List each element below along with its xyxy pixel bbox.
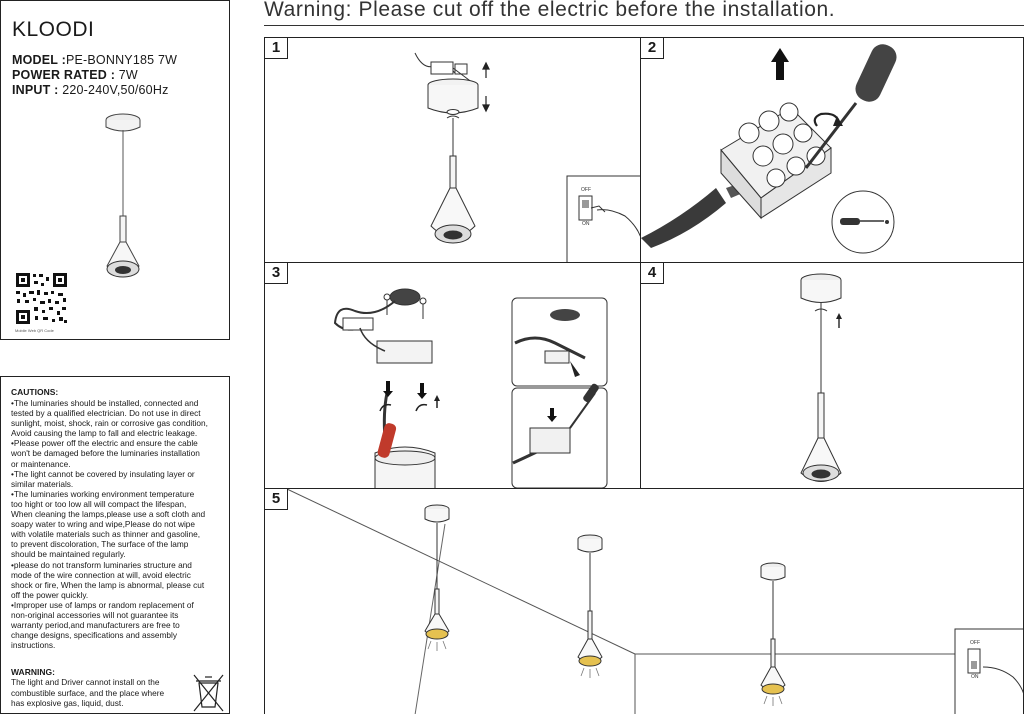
product-illustration <box>105 113 141 278</box>
step1-illustration <box>414 52 640 262</box>
step-number: 5 <box>265 489 288 510</box>
installation-warning-heading: Warning: Please cut off the electric bef… <box>264 0 836 21</box>
qr-code-icon <box>16 273 67 324</box>
brand-name: KLOODI <box>12 18 95 41</box>
cautions-title: CAUTIONS: <box>11 387 59 397</box>
heading-rule <box>264 25 1024 26</box>
step-number: 4 <box>641 263 664 284</box>
switch-off-label: OFF <box>970 640 980 646</box>
cautions-text: •The luminaries should be installed, con… <box>11 398 208 651</box>
power-spec: POWER RATED : 7W <box>12 68 138 82</box>
warning-title: WARNING: <box>11 667 55 677</box>
input-spec: INPUT : 220-240V,50/60Hz <box>12 83 169 97</box>
step2-illustration <box>641 44 897 254</box>
switch-on-label: ON <box>971 674 979 680</box>
step4-illustration <box>800 273 842 482</box>
step-panel-1: 1 OFF ON <box>264 37 641 263</box>
step-panel-4: 4 <box>640 262 1024 489</box>
step-panel-3: 3 <box>264 262 641 489</box>
step-number: 2 <box>641 38 664 59</box>
step-panel-2: 2 <box>640 37 1024 263</box>
weee-bin-icon <box>193 674 224 712</box>
switch-on-label: ON <box>582 221 590 227</box>
switch-off-label: OFF <box>581 187 591 193</box>
step-number: 1 <box>265 38 288 59</box>
cautions-box: CAUTIONS: •The luminaries should be inst… <box>0 376 230 714</box>
step5-room-illustration <box>286 489 1023 714</box>
product-info-box: KLOODI MODEL :PE-BONNY185 7W POWER RATED… <box>0 0 230 340</box>
warning-text: The light and Driver cannot install on t… <box>11 677 165 708</box>
qr-caption: Mobile Web QR Code <box>15 328 54 333</box>
step3-illustration <box>333 288 608 488</box>
model-spec: MODEL :PE-BONNY185 7W <box>12 53 178 67</box>
step-number: 3 <box>265 263 288 284</box>
step-panel-5: 5 OFF ON <box>264 488 1024 714</box>
